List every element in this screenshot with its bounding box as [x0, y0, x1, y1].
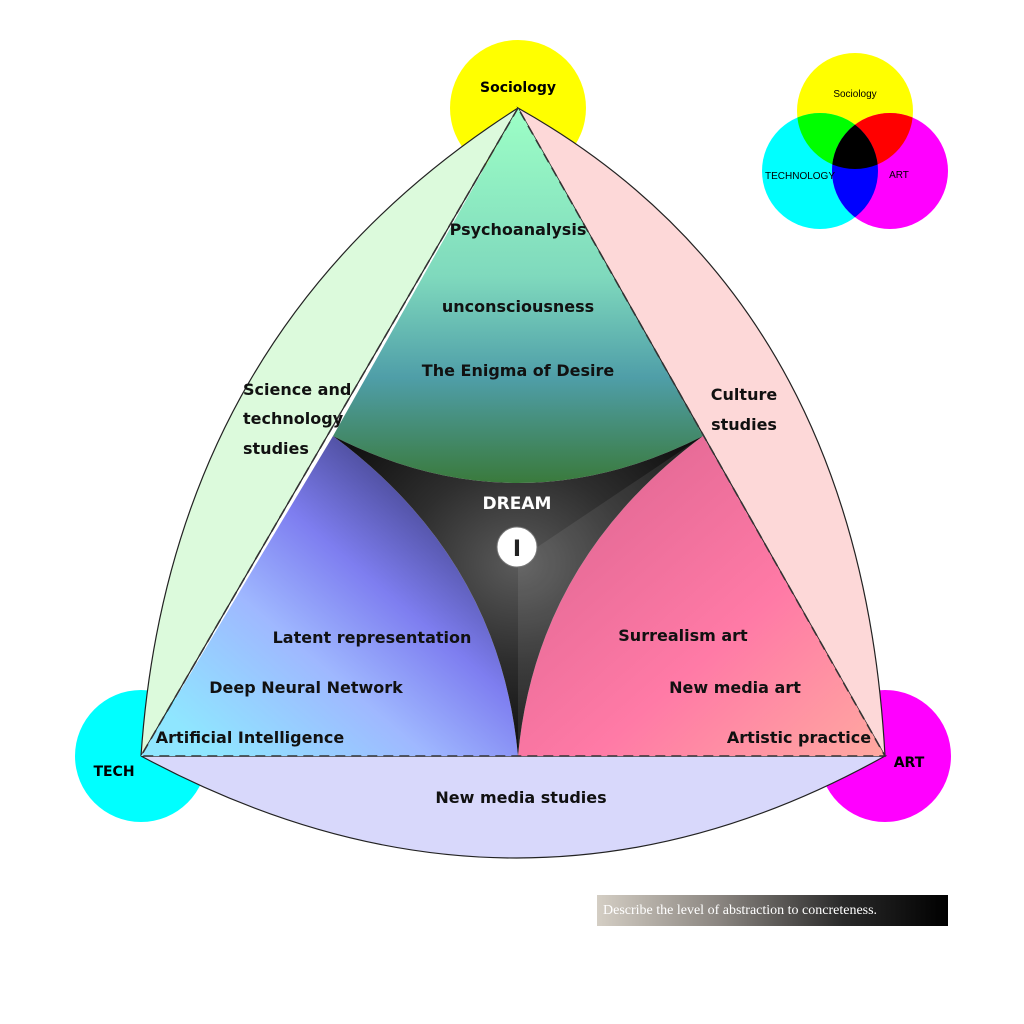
left-region: [141, 436, 518, 756]
venn-legend: Sociology TECHNOLOGY ART: [762, 53, 948, 229]
right-region-label-1: Surrealism art: [618, 626, 748, 645]
tech-node-label: TECH: [93, 764, 134, 780]
right-region: [518, 436, 885, 756]
top-region: [333, 108, 703, 483]
abstraction-gradient-caption: Describe the level of abstraction to con…: [597, 895, 948, 926]
dream-center-shading: [518, 436, 703, 760]
dashed-triangle: [139, 106, 887, 757]
top-region-label-1: Psychoanalysis: [450, 220, 587, 239]
right-region-label-3: Artistic practice: [727, 728, 871, 747]
dream-marker-label: I: [513, 537, 521, 562]
venn-art-label: ART: [889, 170, 909, 181]
left-edge-label-2: technology: [243, 409, 344, 428]
venn-sociology-label: Sociology: [833, 89, 876, 100]
art-node-label: ART: [894, 755, 925, 771]
left-region-label-1: Latent representation: [273, 628, 472, 647]
venn-technology-label: TECHNOLOGY: [765, 171, 835, 182]
left-edge-label-3: studies: [243, 439, 309, 458]
bottom-edge-label: New media studies: [435, 788, 606, 807]
dream-marker-circle: [496, 526, 538, 568]
right-edge-label-1: Culture: [711, 385, 778, 404]
right-edge-label-2: studies: [711, 415, 777, 434]
sociology-node-label: Sociology: [480, 80, 556, 96]
left-region-label-3: Artificial Intelligence: [156, 728, 345, 747]
top-region-label-2: unconsciousness: [442, 297, 594, 316]
left-edge-label-1: Science and: [243, 380, 351, 399]
right-region-label-2: New media art: [669, 678, 801, 697]
top-region-label-3: The Enigma of Desire: [422, 361, 615, 380]
dream-label: DREAM: [483, 494, 552, 514]
left-region-label-2: Deep Neural Network: [209, 678, 403, 697]
dream-center-region: [333, 436, 703, 756]
bottom-edge-region: [140, 755, 888, 859]
